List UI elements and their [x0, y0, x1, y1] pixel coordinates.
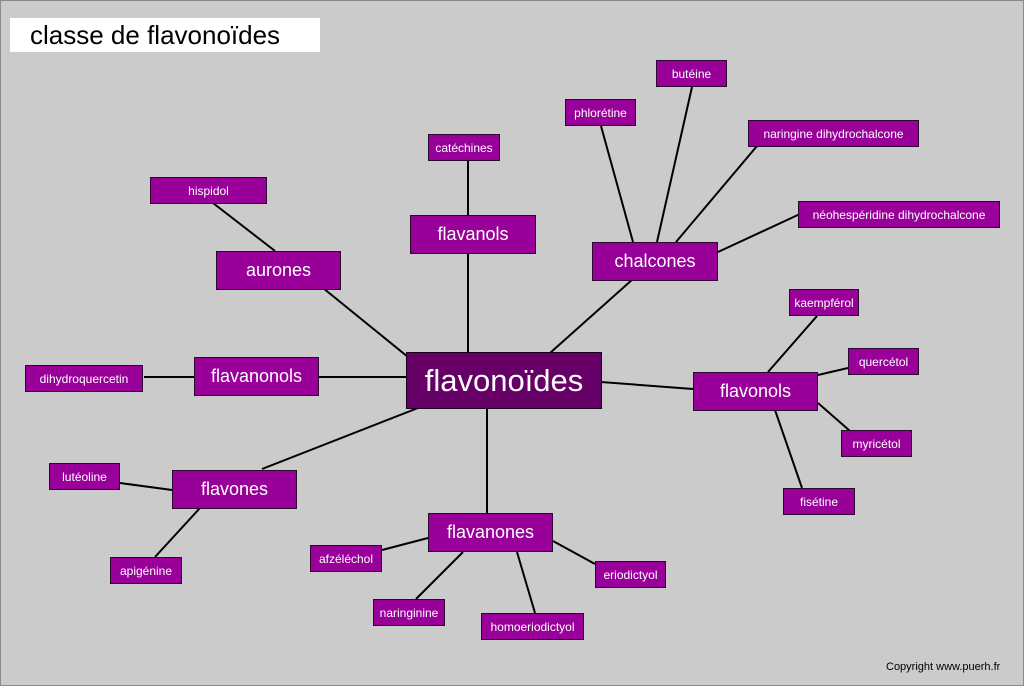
edge-flavanones-afzelechol: [381, 537, 429, 551]
edge-flavonols-quercetol: [817, 367, 849, 376]
copyright-text: Copyright www.puerh.fr: [886, 661, 1001, 673]
edge-center-flavones: [261, 407, 419, 470]
edge-chalcones-phloretine: [600, 125, 634, 243]
edge-flavonols-kaempferol: [767, 315, 818, 373]
edge-center-aurones: [322, 287, 409, 358]
edge-chalcones-neohesperidine: [717, 213, 801, 253]
compound-node-phloretine: phlorétine: [565, 99, 636, 126]
edge-flavanones-naringinine: [415, 551, 464, 600]
compound-node-luteoline: lutéoline: [49, 463, 120, 490]
class-node-flavonols: flavonols: [693, 372, 818, 411]
compound-node-buteine: butéine: [656, 60, 727, 87]
edge-flavanones-eriodictyol: [552, 540, 596, 565]
compound-node-homoeriodictyol: homoeriodictyol: [481, 613, 584, 640]
class-node-flavones: flavones: [172, 470, 297, 509]
class-node-aurones: aurones: [216, 251, 341, 290]
edge-center-flavonols: [600, 381, 694, 390]
compound-node-myricetol: myricétol: [841, 430, 912, 457]
edge-flavones-luteoline: [119, 482, 173, 491]
compound-node-fisetine: fisétine: [783, 488, 855, 515]
compound-node-naringinine: naringinine: [373, 599, 445, 626]
edge-aurones-hispidol: [212, 202, 276, 252]
compound-node-apigenine: apigénine: [110, 557, 182, 584]
compound-node-quercetol: quercétol: [848, 348, 919, 375]
compound-node-eriodictyol: eriodictyol: [595, 561, 666, 588]
class-node-flavanones: flavanones: [428, 513, 553, 552]
compound-node-neohesperidine-dihydrochalcone: néohespéridine dihydrochalcone: [798, 201, 1000, 228]
compound-node-kaempferol: kaempférol: [789, 289, 859, 316]
class-node-chalcones: chalcones: [592, 242, 718, 281]
edge-chalcones-naringine: [675, 145, 758, 243]
edge-flavones-apigenine: [154, 507, 201, 558]
class-node-flavanonols: flavanonols: [194, 357, 319, 396]
class-node-flavanols: flavanols: [410, 215, 536, 254]
compound-node-hispidol: hispidol: [150, 177, 267, 204]
compound-node-catechines: catéchines: [428, 134, 500, 161]
edge-center-chalcones: [549, 278, 634, 354]
diagram-title: classe de flavonoïdes: [10, 18, 320, 52]
center-node-flavonoides: flavonoïdes: [406, 352, 602, 409]
edge-flavonols-fisetine: [774, 409, 803, 489]
compound-node-dihydroquercetin: dihydroquercetin: [25, 365, 143, 392]
edge-flavonols-myricetol: [817, 402, 851, 432]
compound-node-naringine-dihydrochalcone: naringine dihydrochalcone: [748, 120, 919, 147]
edge-chalcones-buteine: [656, 86, 693, 243]
edge-flavanones-homoeriodictyol: [516, 551, 536, 614]
compound-node-afzelechol: afzéléchol: [310, 545, 382, 572]
